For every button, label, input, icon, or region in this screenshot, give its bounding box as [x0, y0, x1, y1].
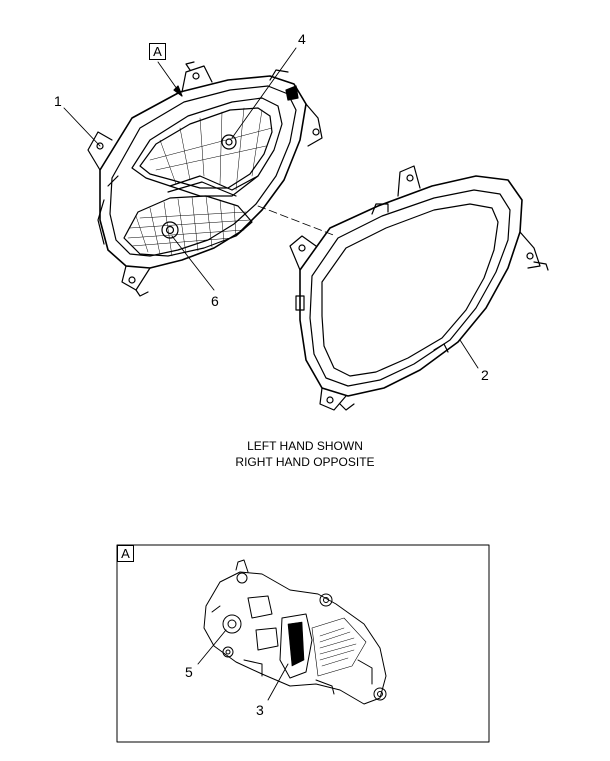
callout-4: 4 — [298, 31, 306, 47]
headlamp-housing — [87, 61, 323, 297]
callout-1: 1 — [54, 93, 62, 109]
callout-2: 2 — [481, 367, 489, 383]
detail-view-a-tag: A — [117, 545, 134, 562]
callout-3: 3 — [256, 702, 264, 718]
housing-rear-view — [203, 559, 387, 705]
callout-5: 5 — [185, 664, 193, 680]
view-a-reference: A — [149, 43, 166, 60]
caption-line-1: LEFT HAND SHOWN — [247, 439, 363, 453]
callout-6: 6 — [211, 293, 219, 309]
caption-line-2: RIGHT HAND OPPOSITE — [235, 455, 375, 469]
lens-bezel — [289, 165, 549, 411]
orientation-note: LEFT HAND SHOWN RIGHT HAND OPPOSITE — [0, 438, 610, 470]
